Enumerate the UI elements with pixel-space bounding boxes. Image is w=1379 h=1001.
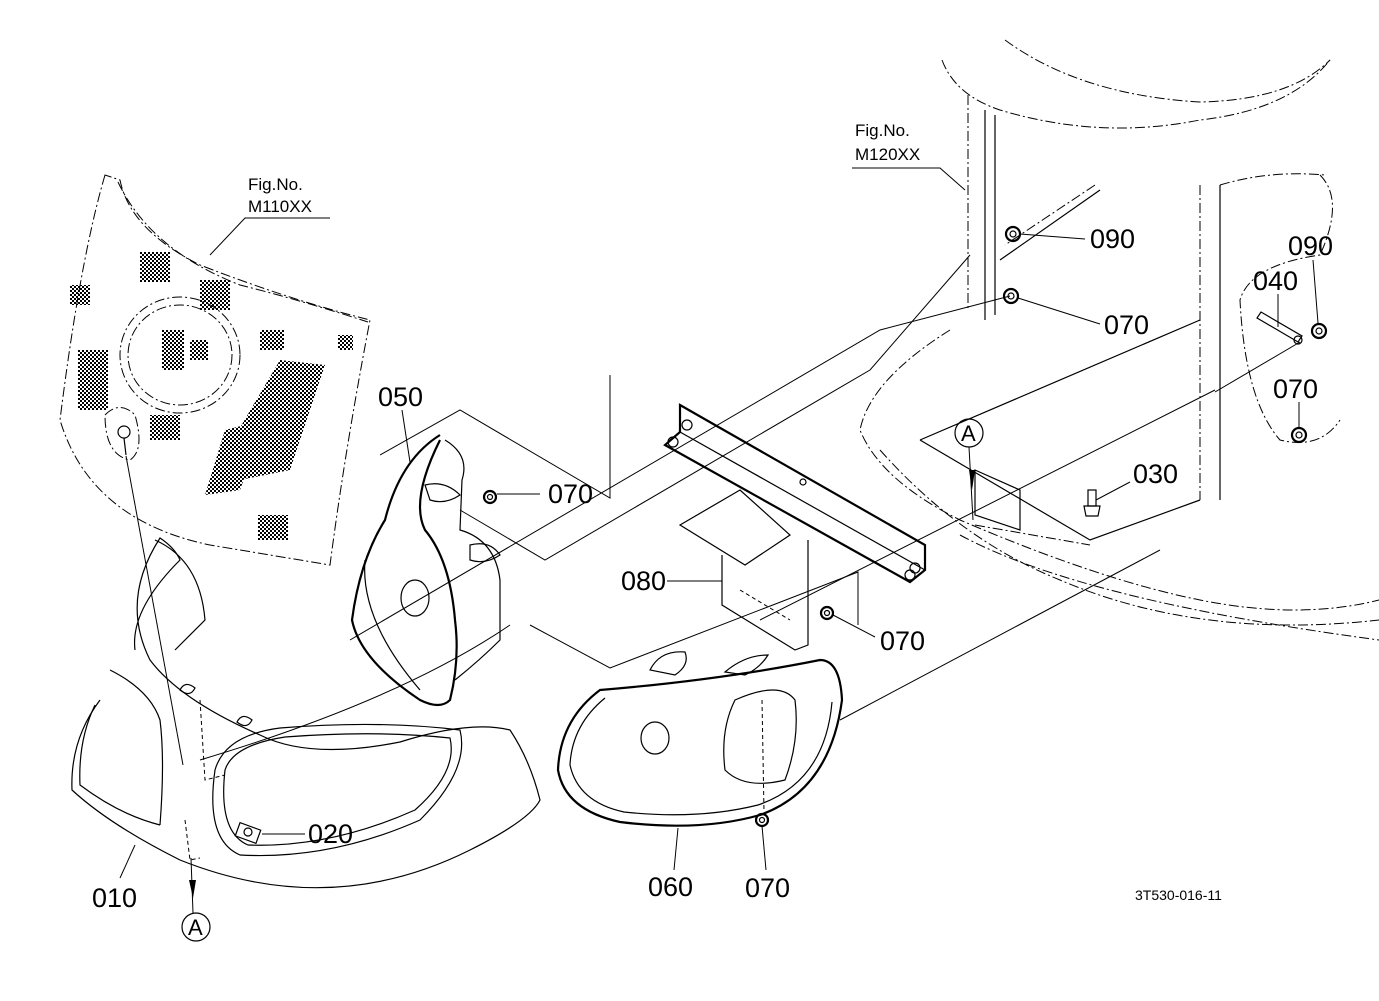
reference-marker-a-upper: A — [954, 418, 984, 521]
ref-marker-letter: A — [961, 421, 976, 446]
reference-marker-a-lower: A — [181, 857, 211, 942]
washer-090-right-icon — [1310, 322, 1328, 340]
fig-ref-line2: M120XX — [855, 145, 920, 164]
hood-panel-reference — [59, 174, 371, 566]
pin-part-040 — [1256, 311, 1303, 345]
drawing-code: 3T530-016-11 — [1135, 887, 1222, 903]
label-part-010: 010 — [92, 883, 137, 913]
front-grille-part-010 — [71, 537, 541, 889]
fig-ref-line1: Fig.No. — [855, 121, 910, 140]
hood-texture — [70, 252, 353, 540]
alignment-lines — [125, 254, 1301, 766]
nut-part-020 — [234, 821, 305, 845]
ref-marker-letter: A — [188, 915, 203, 940]
hood-screw-icon — [117, 425, 131, 456]
figure-reference-m120xx: Fig.No. M120XX — [852, 121, 966, 191]
label-part-080: 080 — [621, 566, 666, 596]
label-part-090-upper: 090 — [1090, 224, 1135, 254]
nut-070-upper-icon — [1002, 287, 1020, 305]
headlight-left-part-050 — [350, 434, 501, 707]
label-part-070-bottom: 070 — [745, 873, 790, 903]
label-part-070-headlight: 070 — [548, 479, 593, 509]
label-part-050: 050 — [378, 382, 423, 412]
label-part-070-right: 070 — [1273, 374, 1318, 404]
washer-090-upper-icon — [1004, 225, 1022, 243]
fig-ref-line2: M110XX — [248, 197, 312, 216]
tractor-body-reference — [859, 39, 1379, 641]
label-part-060: 060 — [648, 872, 693, 902]
nut-070-right-icon — [1290, 426, 1308, 444]
label-part-090-right: 090 — [1288, 231, 1333, 261]
nut-070-bracket-icon — [819, 605, 835, 621]
label-part-020: 020 — [308, 819, 353, 849]
label-part-030: 030 — [1133, 459, 1178, 489]
headlight-right-part-060 — [556, 651, 844, 827]
fig-ref-line1: Fig.No. — [248, 175, 303, 194]
label-part-070-upper: 070 — [1104, 310, 1149, 340]
label-part-070-bracket: 070 — [880, 626, 925, 656]
nut-070-headlight-left-icon — [482, 489, 498, 505]
part-labels: 010 020 030 040 050 060 070 070 070 070 … — [92, 224, 1333, 913]
bracket-part-080 — [663, 403, 927, 651]
label-part-040: 040 — [1253, 266, 1298, 296]
bolt-part-030 — [1083, 489, 1101, 517]
nut-070-bottom-icon — [754, 812, 770, 828]
figure-reference-m110xx: Fig.No. M110XX — [209, 175, 330, 256]
